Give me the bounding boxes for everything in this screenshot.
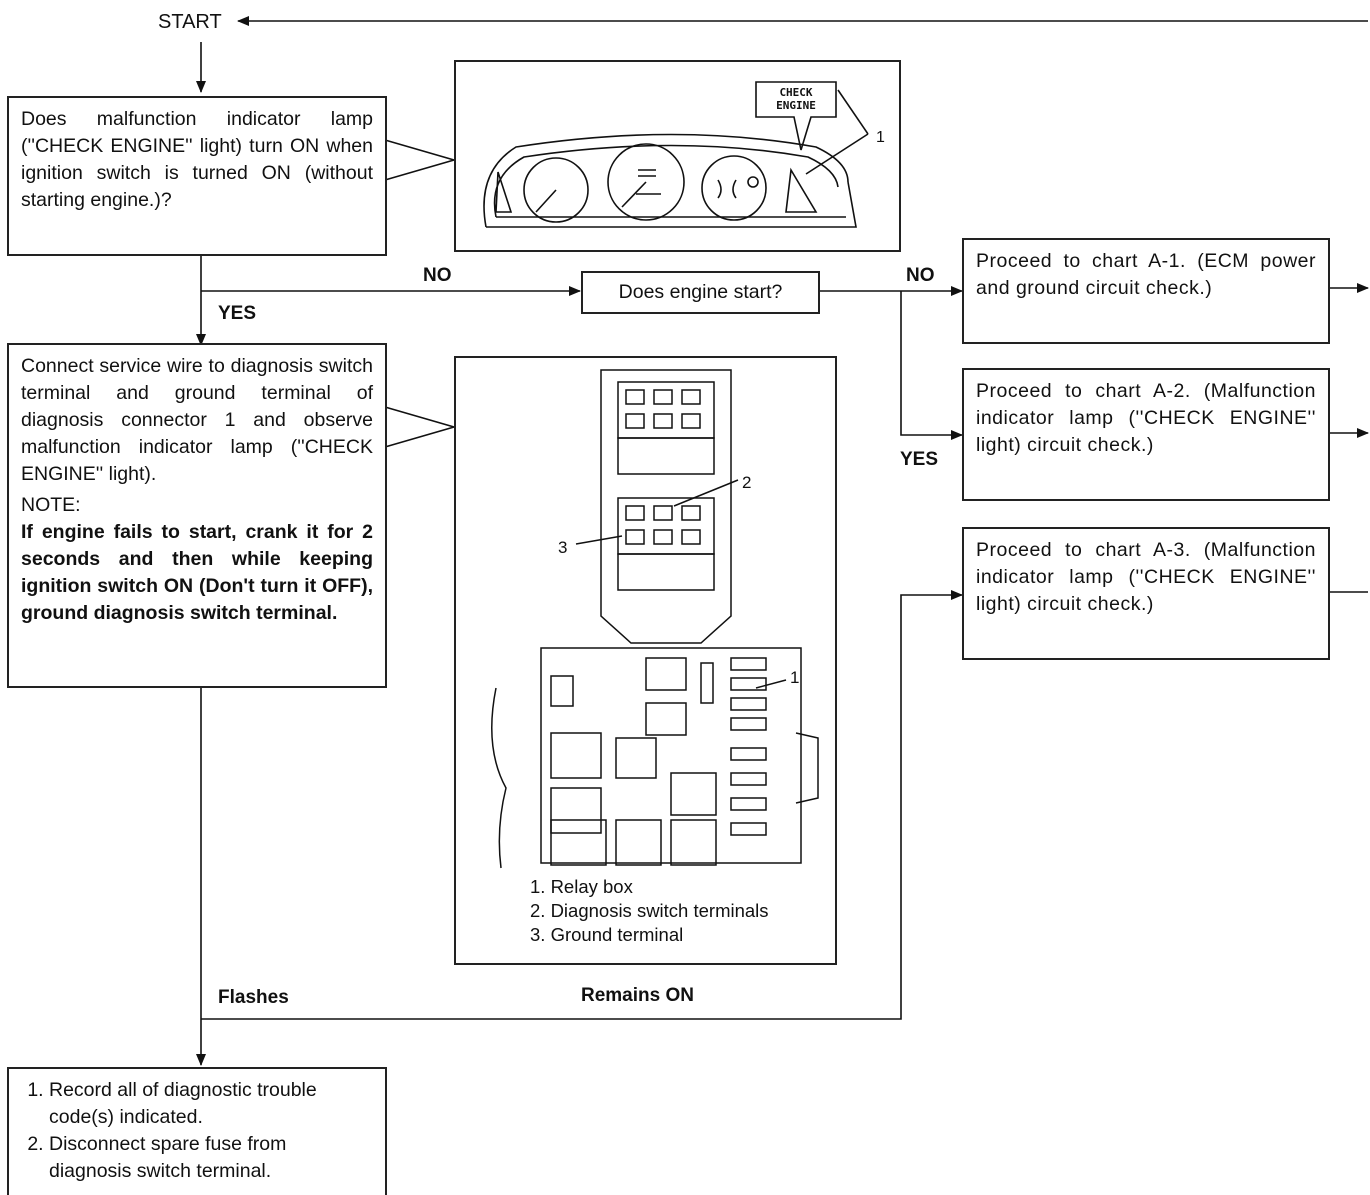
relay-callout-1: 1 [790,668,799,687]
start-label: START [158,11,222,33]
relay-callout-3: 3 [558,538,567,557]
final-step: Disconnect spare fuse from diagnosis swi… [49,1131,373,1185]
chart-a3-text: Proceed to chart A-3. (Malfunction indic… [976,539,1316,615]
chart-a2-text: Proceed to chart A-2. (Malfunction indic… [976,380,1316,456]
connect-step-box: Connect service wire to diagnosis switch… [7,343,387,688]
relay-callout-2: 2 [742,473,751,492]
branch-no-1: NO [423,265,452,286]
q2-text: Does engine start? [618,281,783,303]
branch-no-2: NO [906,265,935,286]
relay-box-drawing: 2 3 1 [491,369,819,869]
branch-yes-2: YES [900,449,939,470]
branch-flashes: Flashes [218,987,289,1008]
final-step-box: Record all of diagnostic trouble code(s)… [7,1067,387,1195]
note-title: NOTE: [21,494,81,516]
instrument-cluster-figure: CHECK ENGINE 1 [454,60,901,252]
instrument-cluster-drawing: CHECK ENGINE 1 [483,81,885,228]
remains-on-line [201,590,963,1020]
chart-a1-box: Proceed to chart A-1. (ECM power and gro… [962,238,1330,344]
chart-a2-box: Proceed to chart A-2. (Malfunction indic… [962,368,1330,501]
relay-legend: 1. Relay box 2. Diagnosis switch termina… [530,875,769,947]
cluster-label-line2: ENGINE [776,99,816,112]
q1-box: Does malfunction indicator lamp (''CHECK… [7,96,387,256]
legend-item: 2. Diagnosis switch terminals [530,900,769,921]
chart-a1-text: Proceed to chart A-1. (ECM power and gro… [976,250,1316,299]
final-step: Record all of diagnostic trouble code(s)… [49,1077,373,1131]
cluster-callout-1: 1 [876,129,885,146]
legend-item: 3. Ground terminal [530,924,684,945]
q1-text: Does malfunction indicator lamp (''CHECK… [21,108,373,211]
branch-yes-1: YES [218,303,257,324]
cluster-label-line1: CHECK [779,86,812,99]
relay-box-figure: 2 3 1 1. Relay box 2. Diagnosis switch t… [454,356,837,965]
chart-a3-box: Proceed to chart A-3. (Malfunction indic… [962,527,1330,660]
q2-box: Does engine start? [581,271,820,314]
note-text: If engine fails to start, crank it for 2… [21,521,373,624]
final-steps-list: Record all of diagnostic trouble code(s)… [21,1077,373,1185]
branch-remains-on: Remains ON [581,985,694,1006]
legend-item: 1. Relay box [530,876,633,897]
connect-step-text: Connect service wire to diagnosis switch… [21,355,373,485]
